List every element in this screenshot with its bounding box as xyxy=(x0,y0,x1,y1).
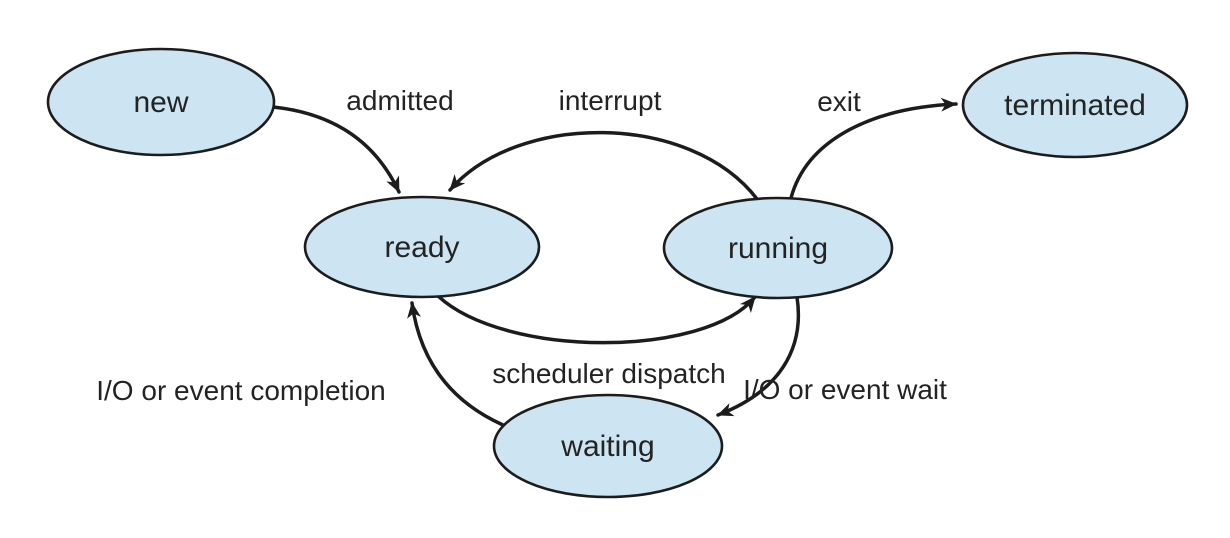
transition-arrow-exit xyxy=(789,97,958,200)
state-label-terminated: terminated xyxy=(1004,89,1146,122)
transition-arrow-scheduler-dispatch xyxy=(436,294,757,345)
state-node-ready: ready xyxy=(303,195,541,299)
state-node-terminated: terminated xyxy=(961,51,1189,159)
transition-label-io-wait: I/O or event wait xyxy=(743,374,947,405)
transition-arrow-interrupt xyxy=(448,130,759,201)
transition-arrows xyxy=(271,97,958,427)
state-ellipse-new xyxy=(46,47,276,157)
state-node-running: running xyxy=(662,196,894,300)
state-label-ready: ready xyxy=(384,231,459,264)
transition-arrow-io-completion xyxy=(407,301,505,427)
transition-labels: admitted interrupt exit scheduler dispat… xyxy=(96,85,947,406)
transition-label-admitted: admitted xyxy=(346,85,453,116)
transition-label-interrupt: interrupt xyxy=(559,85,662,116)
transition-label-io-completion: I/O or event completion xyxy=(96,375,385,406)
transition-arrow-io-wait xyxy=(716,295,800,417)
state-label-new: new xyxy=(133,86,188,119)
state-node-new: new xyxy=(46,47,276,157)
state-ellipse-ready xyxy=(303,195,541,299)
state-label-waiting: waiting xyxy=(560,430,654,463)
state-ellipse-waiting xyxy=(492,393,724,499)
state-label-running: running xyxy=(728,232,828,265)
state-ellipse-running xyxy=(662,196,894,300)
transition-arrow-admitted xyxy=(271,105,401,194)
transition-label-exit: exit xyxy=(817,86,861,117)
state-ellipse-terminated xyxy=(961,51,1189,159)
transition-label-scheduler-dispatch: scheduler dispatch xyxy=(492,358,725,389)
state-node-waiting: waiting xyxy=(492,393,724,499)
